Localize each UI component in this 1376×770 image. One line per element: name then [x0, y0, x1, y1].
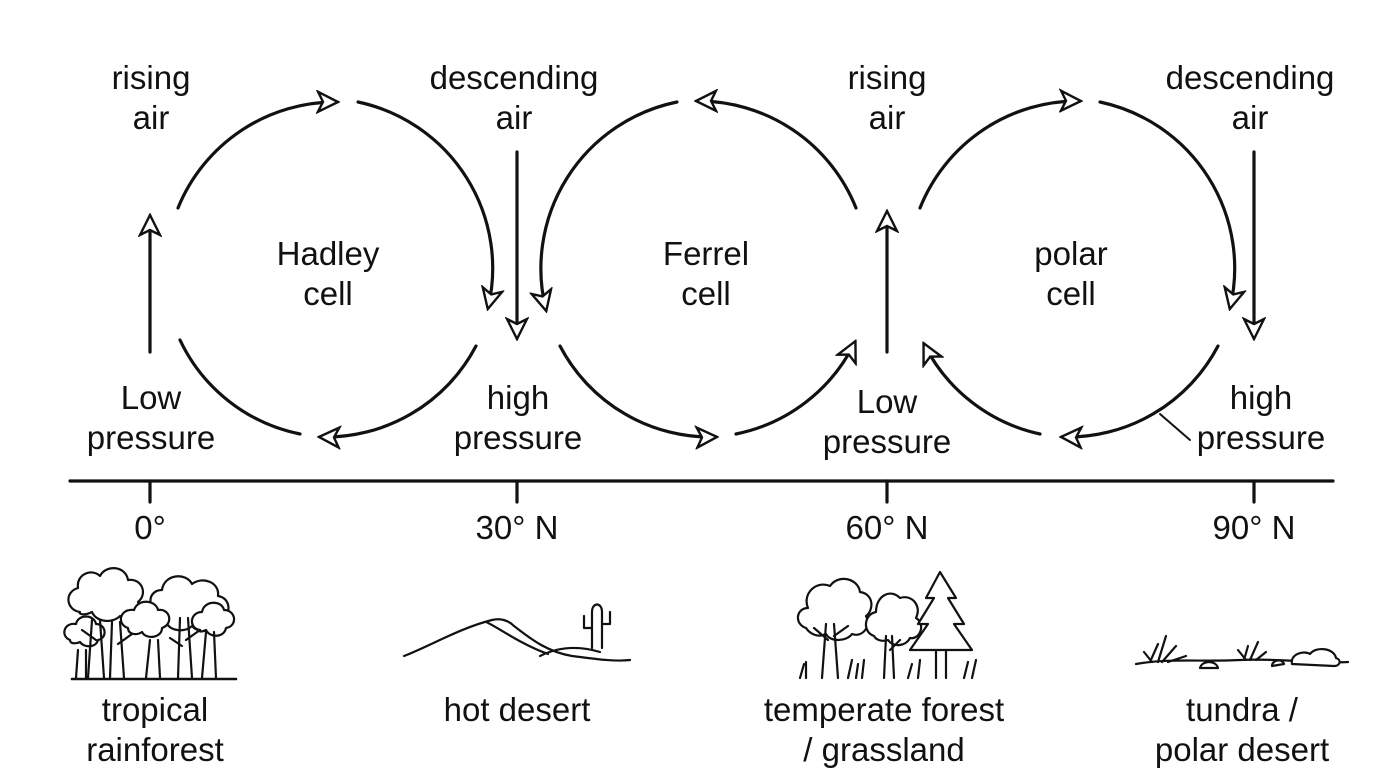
ferrel-cell-label: Ferrel cell [662, 235, 750, 312]
hadley-top-arc-arrow [176, 102, 337, 210]
polar-top-arc-arrow [918, 101, 1080, 210]
latitude-label-90n: 90° N [1212, 509, 1296, 546]
rainforest-trees-icon [63, 567, 238, 681]
hadley-cell-label: Hadley cell [276, 235, 380, 312]
ferrel-top-arc-arrow [697, 101, 858, 210]
ferrel-bottom-right-arc-arrow [734, 342, 855, 436]
hadley-left-arc [178, 338, 302, 436]
biome-label-hot-desert: hot desert [443, 691, 591, 728]
hadley-bottom-arc-arrow [320, 344, 478, 437]
desert-dune-cactus-icon [402, 603, 632, 662]
latitude-label-0: 0° [134, 509, 166, 546]
tundra-grass-rocks-icon [1134, 634, 1350, 670]
pressure-label-90n: high pressure [1196, 379, 1326, 456]
temperate-trees-icon [796, 570, 978, 680]
polar-bottom-arc-arrow [1062, 344, 1220, 437]
biome-label-tundra: tundra / polar desert [1154, 691, 1330, 768]
polar-pressure-leader-line [1159, 413, 1191, 441]
polar-cell-label: polar cell [1034, 235, 1108, 312]
pressure-label-60n: Low pressure [822, 383, 952, 460]
hadley-right-arc-arrow [356, 100, 493, 308]
ferrel-cell-circulation [517, 101, 887, 437]
ferrel-left-arc-arrow [541, 100, 679, 310]
descending-air-label-90n: descending air [1165, 59, 1335, 136]
pressure-label-equator: Low pressure [86, 379, 216, 456]
hadley-cell-circulation [150, 102, 493, 437]
rising-air-label-60n: rising air [847, 59, 927, 136]
latitude-label-60n: 60° N [845, 509, 929, 546]
polar-left-arc-arrow [924, 344, 1042, 436]
polar-cell-circulation [918, 100, 1254, 441]
latitude-axis [68, 479, 1335, 504]
pressure-label-30n: high pressure [453, 379, 583, 456]
biome-label-temperate-forest: temperate forest / grassland [763, 691, 1005, 768]
rising-air-label-equator: rising air [111, 59, 191, 136]
latitude-label-30n: 30° N [475, 509, 559, 546]
biome-label-tropical-rainforest: tropical rainforest [86, 691, 224, 768]
polar-right-arc-arrow [1098, 100, 1235, 308]
ferrel-bottom-left-arc-arrow [558, 344, 716, 437]
descending-air-label-30n: descending air [429, 59, 599, 136]
